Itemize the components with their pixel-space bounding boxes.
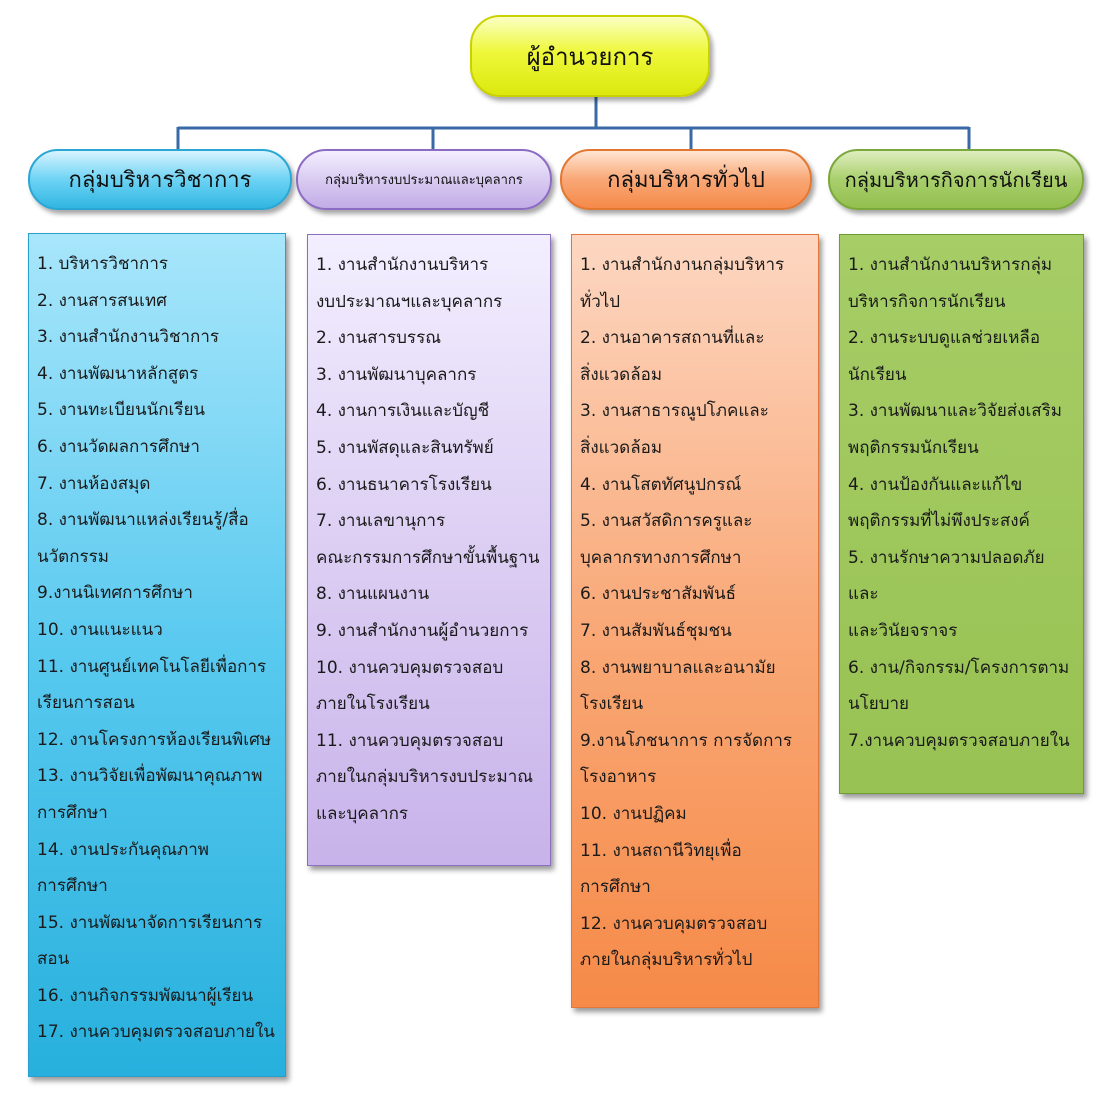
task-item: 17. งานควบคุมตรวจสอบภายใน bbox=[37, 1022, 275, 1043]
student-affairs-task-list: 1. งานสำนักงานบริหารกลุ่มบริหารกิจการนัก… bbox=[839, 234, 1084, 794]
task-item: 10. งานควบคุมตรวจสอบ bbox=[316, 657, 504, 678]
task-item: พฤติกรรมที่ไม่พึงประสงค์ bbox=[848, 511, 1030, 532]
task-item: 12. งานโครงการห้องเรียนพิเศษ bbox=[37, 729, 272, 750]
task-item: 4. งานโสตทัศนูปกรณ์ bbox=[580, 474, 742, 495]
task-item: 2. งานอาคารสถานที่และ bbox=[580, 328, 765, 349]
task-item: 1. บริหารวิชาการ bbox=[37, 254, 169, 274]
task-item: สิ่งแวดล้อม bbox=[580, 437, 663, 458]
task-item: 13. งานวิจัยเพื่อพัฒนาคุณภาพ bbox=[37, 766, 263, 787]
task-item: และวินัยจราจร bbox=[848, 620, 958, 641]
task-item: 16. งานกิจกรรมพัฒนาผู้เรียน bbox=[37, 985, 254, 1006]
task-items: 1. งานสำนักงานบริหารกลุ่มบริหารกิจการนัก… bbox=[848, 247, 1075, 759]
task-item: พฤติกรรมนักเรียน bbox=[848, 437, 979, 458]
task-item: 3. งานสาธารณูปโภคและ bbox=[580, 401, 769, 422]
task-item: 2. งานสารบรรณ bbox=[316, 328, 441, 349]
academic-group-header: กลุ่มบริหารวิชาการ bbox=[28, 149, 292, 210]
task-item: 3. งานพัฒนาและวิจัยส่งเสริม bbox=[848, 401, 1062, 422]
task-item: 7. งานเลขานุการ bbox=[316, 511, 446, 532]
task-item: สิ่งแวดล้อม bbox=[580, 364, 663, 385]
task-item: 5. งานสวัสดิการครูและ bbox=[580, 511, 753, 532]
task-item: 15. งานพัฒนาจัดการเรียนการ bbox=[37, 912, 263, 933]
general-admin-task-list: 1. งานสำนักงานกลุ่มบริหารทั่วไป 2. งานอาค… bbox=[571, 234, 819, 1008]
task-item: 2. งานระบบดูแลช่วยเหลือ bbox=[848, 328, 1041, 349]
task-item: และ bbox=[848, 584, 879, 605]
budget-personnel-group-title: กลุ่มบริหารงบประมาณและบุคลากร bbox=[325, 173, 523, 188]
task-item: 8. งานพัฒนาแหล่งเรียนรู้/สื่อ bbox=[37, 510, 249, 531]
academic-task-list: 1. บริหารวิชาการ 2. งานสารสนเทศ 3. งานสำนั… bbox=[28, 233, 286, 1077]
task-item: และบุคลากร bbox=[316, 803, 409, 824]
task-item: 7. งานห้องสมุด bbox=[37, 473, 151, 494]
task-item: นโยบาย bbox=[848, 694, 910, 715]
task-item: ภายในกลุ่มบริหารงบประมาณ bbox=[316, 767, 534, 788]
task-item: 5. งานทะเบียนนักเรียน bbox=[37, 400, 206, 421]
task-item: 7. งานสัมพันธ์ชุมชน bbox=[580, 620, 732, 641]
task-items: 1. งานสำนักงานบริหารงบประมาณฯและบุคลากร 2… bbox=[316, 247, 542, 833]
task-item: 12. งานควบคุมตรวจสอบ bbox=[580, 913, 768, 934]
task-item: การศึกษา bbox=[580, 877, 651, 898]
task-item: 4. งานพัฒนาหลักสูตร bbox=[37, 363, 199, 384]
task-item: สอน bbox=[37, 949, 70, 970]
director-box: ผู้อำนวยการ bbox=[470, 15, 710, 97]
general-admin-group-header: กลุ่มบริหารทั่วไป bbox=[560, 149, 812, 210]
task-item: 1. งานสำนักงานกลุ่มบริหาร bbox=[580, 255, 785, 275]
task-item: การศึกษา bbox=[37, 876, 108, 897]
task-item: 2. งานสารสนเทศ bbox=[37, 290, 167, 311]
task-item: 5. งานรักษาความปลอดภัย bbox=[848, 547, 1045, 568]
student-affairs-group-header: กลุ่มบริหารกิจการนักเรียน bbox=[828, 149, 1084, 210]
task-item: 6. งาน/กิจกรรม/โครงการตาม bbox=[848, 657, 1070, 678]
task-item: 10. งานปฏิคม bbox=[580, 803, 687, 824]
task-item: 3. งานสำนักงานวิชาการ bbox=[37, 327, 219, 348]
task-item: ทั่วไป bbox=[580, 291, 621, 312]
task-item: บุคลากรทางการศึกษา bbox=[580, 547, 742, 568]
task-item: งบประมาณฯและบุคลากร bbox=[316, 291, 503, 312]
director-label: ผู้อำนวยการ bbox=[526, 42, 654, 71]
task-item: 9.งานนิเทศการศึกษา bbox=[37, 583, 193, 604]
task-item: 6. งานประชาสัมพันธ์ bbox=[580, 584, 737, 605]
task-item: โรงอาหาร bbox=[580, 767, 657, 788]
task-items: 1. งานสำนักงานกลุ่มบริหารทั่วไป 2. งานอาค… bbox=[580, 247, 810, 979]
student-affairs-group-title: กลุ่มบริหารกิจการนักเรียน bbox=[844, 167, 1068, 192]
academic-group-title: กลุ่มบริหารวิชาการ bbox=[68, 168, 252, 193]
task-item: 1. งานสำนักงานบริหารกลุ่ม bbox=[848, 255, 1053, 275]
general-admin-group-title: กลุ่มบริหารทั่วไป bbox=[607, 168, 765, 193]
task-item: 7.งานควบคุมตรวจสอบภายใน bbox=[848, 730, 1070, 751]
task-item: 3. งานพัฒนาบุคลากร bbox=[316, 364, 477, 385]
task-item: 4. งานป้องกันและแก้ไข bbox=[848, 474, 1023, 495]
task-item: 11. งานสถานีวิทยุเพื่อ bbox=[580, 840, 742, 861]
task-item: 4. งานการเงินและบัญชี bbox=[316, 401, 490, 422]
task-item: คณะกรรมการศึกษาขั้นพื้นฐาน bbox=[316, 547, 540, 568]
task-item: 14. งานประกันคุณภาพ bbox=[37, 839, 209, 860]
task-item: 1. งานสำนักงานบริหาร bbox=[316, 255, 489, 275]
task-item: นักเรียน bbox=[848, 364, 907, 385]
task-item: 9.งานโภชนาการ การจัดการ bbox=[580, 730, 793, 751]
task-item: 9. งานสำนักงานผู้อำนวยการ bbox=[316, 620, 529, 641]
budget-personnel-task-list: 1. งานสำนักงานบริหารงบประมาณฯและบุคลากร 2… bbox=[307, 234, 551, 866]
task-item: ภายในโรงเรียน bbox=[316, 694, 430, 715]
task-item: 8. งานพยาบาลและอนามัย bbox=[580, 657, 776, 678]
task-item: 5. งานพัสดุและสินทรัพย์ bbox=[316, 437, 494, 458]
task-item: 8. งานแผนงาน bbox=[316, 584, 430, 605]
task-items: 1. บริหารวิชาการ 2. งานสารสนเทศ 3. งานสำนั… bbox=[37, 246, 277, 1051]
task-item: โรงเรียน bbox=[580, 694, 644, 715]
task-item: 10. งานแนะแนว bbox=[37, 619, 163, 640]
task-item: ภายในกลุ่มบริหารทั่วไป bbox=[580, 950, 753, 971]
task-item: นวัตกรรม bbox=[37, 546, 109, 567]
task-item: บริหารกิจการนักเรียน bbox=[848, 291, 1006, 312]
task-item: 6. งานวัดผลการศึกษา bbox=[37, 436, 200, 457]
task-item: เรียนการสอน bbox=[37, 693, 135, 714]
task-item: 11. งานควบคุมตรวจสอบ bbox=[316, 730, 504, 751]
task-item: 11. งานศูนย์เทคโนโลยีเพื่อการ bbox=[37, 656, 267, 677]
budget-personnel-group-header: กลุ่มบริหารงบประมาณและบุคลากร bbox=[296, 149, 552, 210]
task-item: การศึกษา bbox=[37, 802, 108, 823]
task-item: 6. งานธนาคารโรงเรียน bbox=[316, 474, 492, 495]
